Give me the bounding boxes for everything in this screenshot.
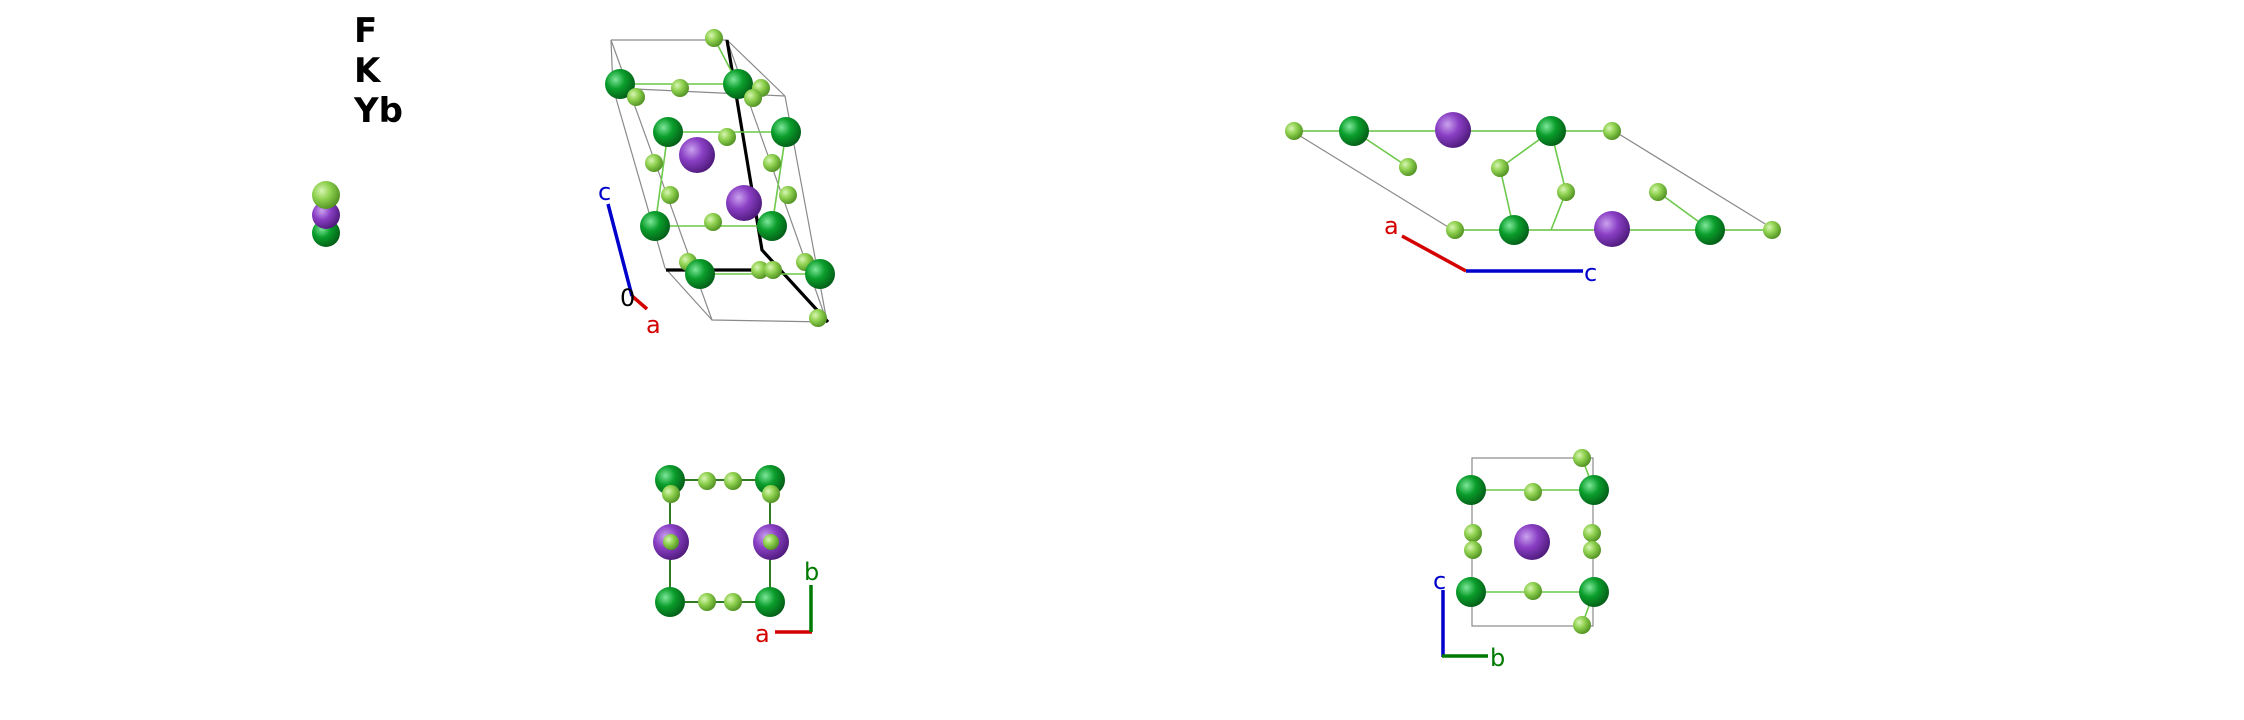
highlight-path bbox=[725, 39, 830, 324]
axis-triad-along-c: a b bbox=[755, 558, 819, 648]
atom-yb bbox=[1579, 475, 1609, 505]
atom-yb bbox=[723, 69, 753, 99]
axis-b-label: b bbox=[804, 558, 819, 586]
atom-yb bbox=[755, 465, 785, 495]
legend-swatch-k bbox=[312, 201, 340, 229]
atom-yb bbox=[771, 117, 801, 147]
view-along-a: c b bbox=[1433, 449, 1609, 672]
atom-f bbox=[645, 154, 663, 172]
atom-yb bbox=[1456, 577, 1486, 607]
atom-f bbox=[698, 593, 716, 611]
atoms bbox=[653, 465, 789, 617]
atom-k bbox=[679, 137, 715, 173]
atom-f bbox=[1573, 616, 1591, 634]
axis-triad-along-a: c b bbox=[1433, 567, 1505, 672]
atom-f bbox=[762, 485, 780, 503]
atom-yb bbox=[655, 587, 685, 617]
atom-yb bbox=[655, 465, 685, 495]
atom-yb bbox=[1456, 475, 1486, 505]
atom-f bbox=[698, 472, 716, 490]
atom-f bbox=[1446, 221, 1464, 239]
atom-f bbox=[671, 79, 689, 97]
atom-yb bbox=[755, 587, 785, 617]
atom-f bbox=[1557, 183, 1575, 201]
atom-f bbox=[718, 128, 736, 146]
unit-cell-outline bbox=[1291, 130, 1778, 231]
atom-k bbox=[1594, 211, 1630, 247]
legend: F K Yb bbox=[312, 11, 403, 247]
atom-f bbox=[1399, 158, 1417, 176]
atom-f bbox=[751, 261, 769, 279]
atom-f bbox=[1649, 183, 1667, 201]
atom-k bbox=[1514, 524, 1550, 560]
atom-f bbox=[663, 534, 679, 550]
atom-yb bbox=[1536, 116, 1566, 146]
atom-yb bbox=[1499, 215, 1529, 245]
atom-f bbox=[763, 534, 779, 550]
atoms bbox=[1456, 449, 1609, 634]
atom-yb bbox=[805, 259, 835, 289]
atom-f bbox=[724, 593, 742, 611]
atom-f bbox=[662, 485, 680, 503]
view-perspective: c 0 a bbox=[598, 29, 835, 339]
atom-f bbox=[1763, 221, 1781, 239]
atom-yb bbox=[1695, 215, 1725, 245]
axis-c-label: c bbox=[1584, 259, 1597, 287]
atom-f bbox=[1285, 122, 1303, 140]
atom-f bbox=[1524, 582, 1542, 600]
axis-a-line bbox=[630, 294, 649, 311]
atom-f bbox=[1491, 159, 1509, 177]
atom-f bbox=[764, 261, 782, 279]
atom-f bbox=[779, 186, 797, 204]
atom-f bbox=[763, 154, 781, 172]
view-along-b: a c bbox=[1285, 112, 1781, 287]
atom-f bbox=[661, 186, 679, 204]
atom-f bbox=[627, 88, 645, 106]
atom-f bbox=[1573, 449, 1591, 467]
atom-f bbox=[1603, 122, 1621, 140]
axis-a-label: a bbox=[646, 311, 661, 339]
axis-c-label: c bbox=[598, 178, 611, 206]
axis-a-label: a bbox=[755, 620, 770, 648]
legend-label-yb: Yb bbox=[353, 91, 403, 131]
atom-yb bbox=[605, 69, 635, 99]
atom-k bbox=[1435, 112, 1471, 148]
atom-k bbox=[726, 185, 762, 221]
atom-f bbox=[704, 213, 722, 231]
atom-f bbox=[744, 89, 762, 107]
atoms bbox=[1285, 112, 1781, 247]
axis-triad-perspective: c 0 a bbox=[598, 178, 661, 339]
legend-swatch-f bbox=[312, 181, 340, 209]
atom-yb bbox=[640, 211, 670, 241]
axis-c-label: c bbox=[1433, 567, 1446, 595]
axis-c-line bbox=[606, 203, 634, 297]
atom-yb bbox=[1339, 116, 1369, 146]
atom-f bbox=[1464, 524, 1482, 542]
atom-yb bbox=[653, 117, 683, 147]
atom-f bbox=[705, 29, 723, 47]
view-along-c: a b bbox=[653, 465, 819, 648]
legend-label-f: F bbox=[354, 11, 377, 51]
atom-f bbox=[809, 309, 827, 327]
atom-f bbox=[1524, 483, 1542, 501]
atom-f bbox=[1464, 541, 1482, 559]
bonds bbox=[1292, 130, 1775, 231]
axis-b-label: b bbox=[1490, 644, 1505, 672]
atom-yb bbox=[757, 211, 787, 241]
atom-f bbox=[1583, 524, 1601, 542]
atom-yb bbox=[685, 259, 715, 289]
axis-triad-along-b: a c bbox=[1384, 212, 1597, 287]
axis-origin-label: 0 bbox=[620, 284, 635, 312]
atom-f bbox=[1583, 541, 1601, 559]
legend-swatch-stack bbox=[312, 181, 340, 247]
axis-a-label: a bbox=[1384, 212, 1399, 240]
atom-yb bbox=[1579, 577, 1609, 607]
axis-a-line bbox=[1401, 234, 1467, 273]
unit-cell-outline bbox=[610, 39, 828, 323]
atoms bbox=[605, 29, 835, 327]
atom-f bbox=[724, 472, 742, 490]
legend-label-k: K bbox=[354, 51, 382, 91]
